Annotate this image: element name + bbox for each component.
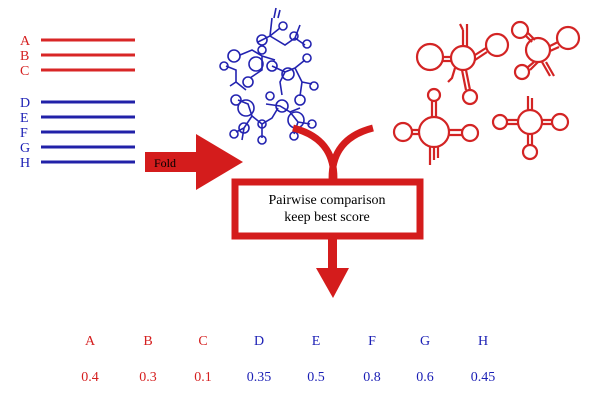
sequence-label: E bbox=[20, 111, 29, 126]
sequence-label: C bbox=[20, 64, 29, 79]
comparison-line-2: keep best score bbox=[284, 210, 370, 225]
red-rna-structures bbox=[392, 20, 581, 165]
scores-table: A 0.4 B 0.3 C 0.1 D 0.35 E 0.5 F 0.8 G 0.6 H 0.45 bbox=[81, 334, 495, 385]
score-label: D bbox=[254, 334, 264, 349]
sequence-label: B bbox=[20, 49, 29, 64]
sequence-label: D bbox=[20, 96, 30, 111]
score-label: C bbox=[198, 334, 207, 349]
score-label: B bbox=[143, 334, 152, 349]
score-value: 0.4 bbox=[81, 370, 99, 385]
score-label: E bbox=[312, 334, 321, 349]
sequence-label: F bbox=[20, 126, 28, 141]
sequence-list: A B C D E F G H bbox=[20, 34, 135, 171]
score-label: F bbox=[368, 334, 376, 349]
score-value: 0.5 bbox=[307, 370, 325, 385]
down-arrow-shaft bbox=[328, 239, 337, 269]
score-value: 0.3 bbox=[139, 370, 157, 385]
fold-arrow: Fold bbox=[145, 134, 243, 190]
sequence-label: G bbox=[20, 141, 30, 156]
down-arrow-head bbox=[316, 268, 349, 298]
score-value: 0.6 bbox=[416, 370, 434, 385]
merge-funnel: Pairwise comparison keep best score bbox=[231, 124, 424, 298]
fold-label: Fold bbox=[154, 156, 176, 170]
score-label: H bbox=[478, 334, 488, 349]
score-value: 0.45 bbox=[471, 370, 496, 385]
fold-arrow-shape bbox=[145, 134, 243, 190]
score-label: A bbox=[85, 334, 96, 349]
blue-rna-structures bbox=[219, 7, 319, 145]
sequence-label: H bbox=[20, 156, 30, 171]
comparison-box bbox=[231, 178, 424, 240]
comparison-line-1: Pairwise comparison bbox=[268, 193, 385, 208]
score-label: G bbox=[420, 334, 430, 349]
score-value: 0.1 bbox=[194, 370, 212, 385]
score-value: 0.8 bbox=[363, 370, 381, 385]
score-value: 0.35 bbox=[247, 370, 272, 385]
sequence-label: A bbox=[20, 34, 31, 49]
